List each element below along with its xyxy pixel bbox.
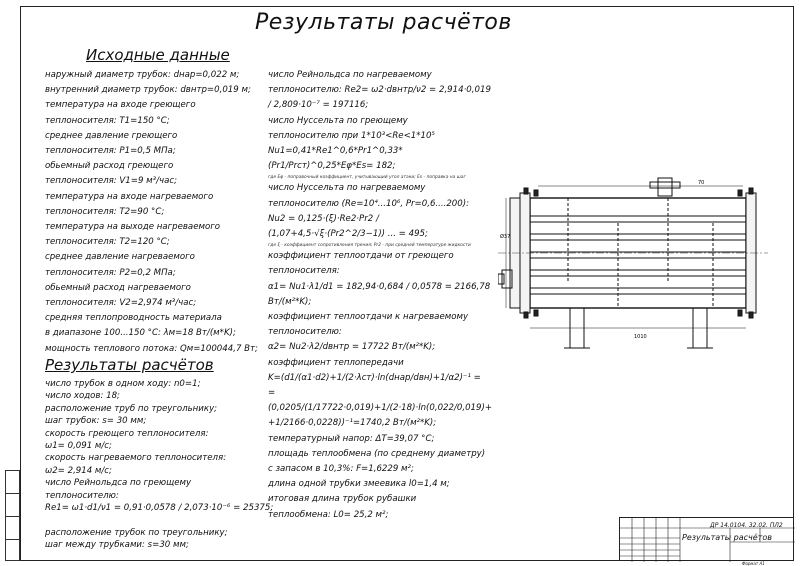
calculation-line: α2= Nu2·λ2/dвнтр = 17722 Вт/(м²*K); (268, 342, 436, 353)
calculation-line: коэффициент теплопередачи (268, 357, 404, 368)
sheet-frame (20, 6, 794, 561)
result-line: число трубок в одном ходу: n0=1; (45, 379, 201, 389)
initial-data-line: обьемный расход нагреваемого (45, 282, 191, 293)
calculation-line: теплоносителя: (268, 266, 340, 277)
calculation-line: =(0,0205/(1/17722·0,019)+1/(2·18)·ln(0,0… (268, 388, 493, 414)
calculation-line: число Нуссельта по нагреваемому (268, 183, 426, 194)
diameter-dimension: Ø37 (500, 233, 510, 240)
initial-data-line: мощность теплового потока: Qм=100044,7 В… (45, 343, 258, 354)
result-line: ω2= 2,914 м/с; (45, 465, 112, 476)
calculation-line: площадь теплообмена (по среднему диаметр… (268, 448, 486, 459)
initial-data-line: температура на выходе нагреваемого (45, 222, 220, 233)
calculation-line: температурный напор: ΔT=39,07 °C; (268, 433, 435, 444)
initial-data-line: теплоносителя: P2=0,2 МПа; (45, 267, 176, 278)
calculation-line: теплоносителю (Re=10⁴...10⁶, Pr=0,6....2… (268, 198, 469, 209)
result-line: шаг между трубками: s=30 мм; (45, 540, 189, 551)
heat-exchanger-svg: 1010 70 Ø37 (497, 177, 768, 349)
initial-data-heading: Исходные данные (86, 46, 230, 64)
page-title: Результаты расчётов (255, 10, 512, 35)
length-dimension: 1010 (634, 334, 647, 340)
initial-data-line: температура на входе нагреваемого (45, 191, 214, 202)
calculation-line: с запасом в 10,3%: F=1,6229 м²; (268, 464, 414, 475)
calculation-line: α1= Nu1·λ1/d1 = 182,94·0,684 / 0,0578 = … (268, 281, 491, 307)
calculation-line: теплоносителю при 1*10³<Re<1*10⁵ (268, 130, 435, 141)
initial-data-line: теплоносителя: T2=90 °C; (45, 206, 165, 217)
result-line (45, 514, 273, 526)
calculation-line: теплоносителю: (268, 327, 342, 338)
calculation-line: теплообмена: L0= 25,2 м²; (268, 509, 389, 520)
calculation-line: итоговая длина трубок рубашки (268, 494, 417, 505)
calculation-line: теплоносителю: Re2= ω2·dвнтр/ν2 = 2,914·… (268, 85, 491, 111)
results-list: число трубок в одном ходу: n0=1; число хо… (45, 378, 273, 552)
calculation-line: число Рейнольдса по нагреваемому (268, 70, 432, 80)
left-margin-strip (5, 470, 20, 561)
result-line: расположение труб по треугольнику; (45, 403, 218, 414)
calculation-line: +1/2166·0,0228))⁻¹=1740,2 Вт/(м²*K); (268, 418, 437, 429)
initial-data-line: теплоносителя: V2=2,974 м³/час; (45, 298, 197, 309)
calculation-line: длина одной трубки змеевика l0=1,4 м; (268, 479, 450, 490)
heat-exchanger-drawing: 1010 70 Ø37 (497, 168, 788, 392)
document-name: Результаты расчётов (682, 533, 772, 542)
result-line: скорость нагреваемого теплоносителя: (45, 453, 227, 464)
title-block: ДР 14.0104. 32.02. ПЛ2 Результаты расчёт… (619, 517, 795, 562)
initial-data-line: теплоносителя: V1=9 м³/час; (45, 176, 177, 187)
result-line: ω1= 0,091 м/с; (45, 441, 112, 452)
result-line: число ходов: 18; (45, 391, 120, 402)
calculation-note: где Eφ - поправочный коэффициент, учитыв… (268, 175, 466, 181)
calculation-line: коэффициент теплоотдачи от греющего (268, 251, 454, 262)
initial-data-line: теплоносителя: T2=120 °C; (45, 237, 170, 248)
initial-data-line: средняя теплопроводность материала (45, 313, 222, 324)
initial-data-line: в диапазоне 100...150 °C: λм=18 Вт/(м*K)… (45, 328, 236, 339)
document-code: ДР 14.0104. 32.02. ПЛ2 (710, 522, 783, 529)
result-line: теплоносителю: (45, 490, 119, 501)
initial-data-line: теплоносителя: T1=150 °C; (45, 115, 170, 126)
calculation-list: число Рейнольдса по нагреваемому теплонос… (268, 68, 493, 523)
initial-data-list: наружный диаметр трубок: dнар=0,022 м; вн… (45, 68, 258, 357)
initial-data-line: теплоносителя: P1=0,5 МПа; (45, 146, 176, 157)
initial-data-line: наружный диаметр трубок: dнар=0,022 м; (45, 70, 240, 80)
initial-data-line: среднее давление нагреваемого (45, 252, 195, 263)
calculation-line: Nu1=0,41*Re1^0,6*Pr1^0,33*(Pr1/Prст)^0,2… (268, 146, 403, 172)
width-dimension: 70 (698, 180, 704, 186)
initial-data-line: температура на входе греющего (45, 100, 196, 111)
initial-data-line: обьемный расход греющего (45, 161, 174, 172)
result-line: расположение трубок по треугольнику; (45, 527, 228, 538)
initial-data-line: среднее давление греющего (45, 130, 178, 141)
calculation-line: Nu2 = 0,125·(ξ)·Re2·Pr2 / (1,07+4,5·√ξ·(… (268, 213, 428, 240)
result-line: шаг трубок: s= 30 мм; (45, 416, 147, 427)
result-line: скорость греющего теплоносителя: (45, 428, 209, 439)
result-line: число Рейнольдса по греющему (45, 478, 192, 489)
title-block-grid (620, 518, 795, 562)
calculation-line: K=(d1/(α1·d2)+1/(2·λст)·ln(dнар/dвн)+1/α… (268, 372, 481, 383)
results-heading: Результаты расчётов (45, 356, 214, 374)
calculation-line: число Нуссельта по греющему (268, 115, 408, 126)
initial-data-line: внутренний диаметр трубок: dвнтр=0,019 м… (45, 85, 251, 96)
sheet-format: Формат А1 (742, 561, 765, 566)
result-line: Re1= ω1·d1/ν1 = 0,91·0,0578 / 2,073·10⁻⁶… (45, 503, 274, 514)
calculation-note: где ξ - коэффициент сопротивления трения… (268, 243, 471, 249)
calculation-line: коэффициент теплоотдачи к нагреваемому (268, 312, 469, 323)
